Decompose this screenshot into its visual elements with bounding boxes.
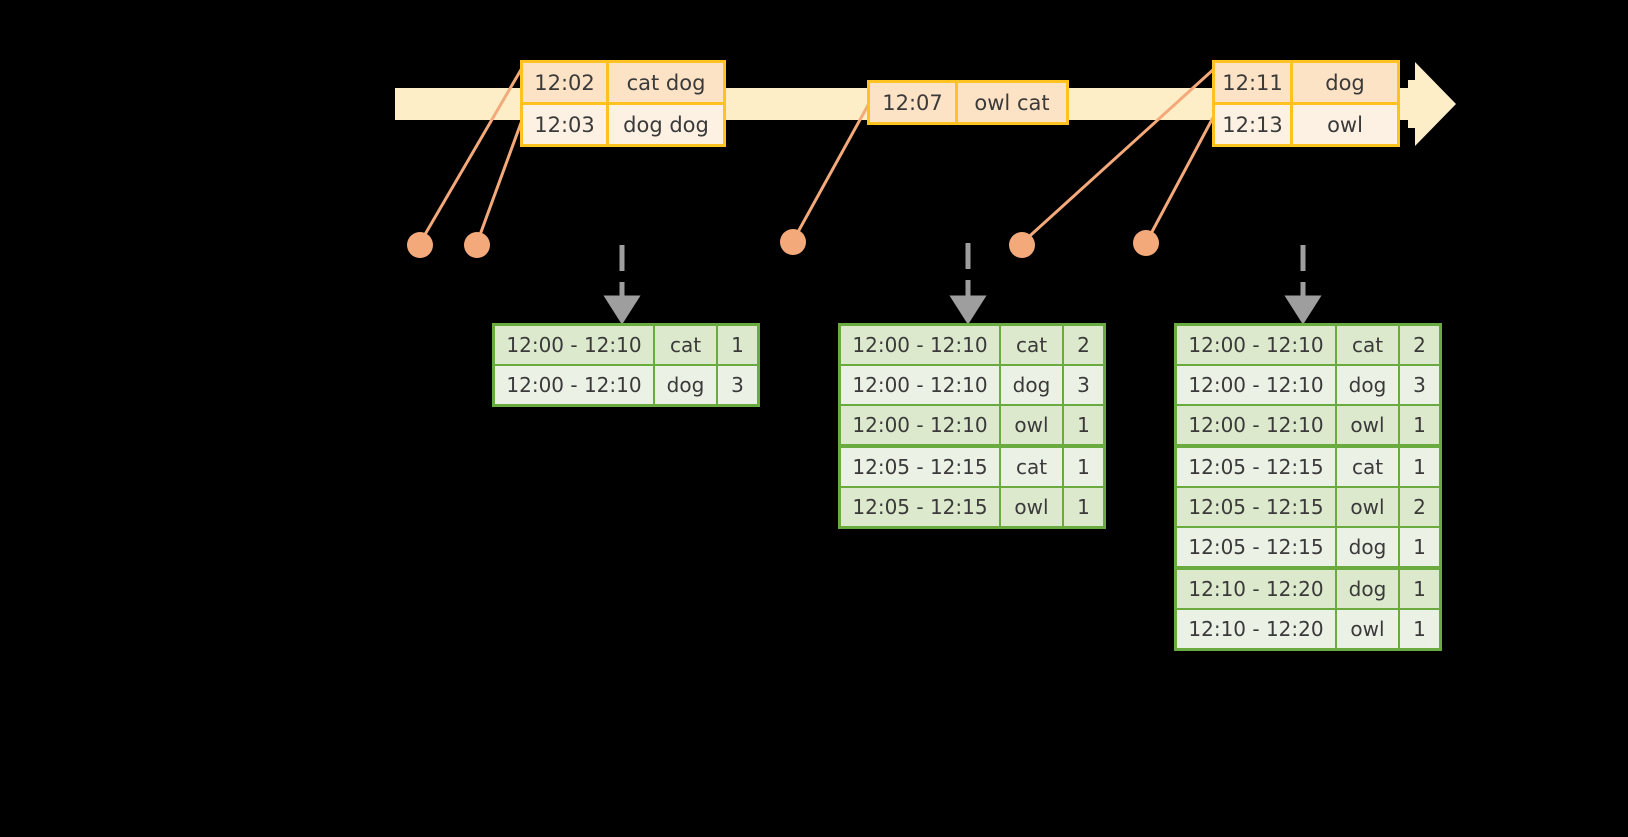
event-time: 12:07 (870, 83, 958, 122)
window-cell: 12:00 - 12:10 (495, 366, 655, 404)
event-time: 12:02 (523, 63, 609, 102)
event-value: dog (1293, 63, 1397, 102)
window-cell: 12:05 - 12:15 (841, 488, 1001, 526)
word-cell: cat (1337, 326, 1400, 364)
event-dot-5 (1133, 230, 1159, 256)
word-cell: dog (1001, 366, 1064, 404)
timeline-arrowhead (1408, 62, 1456, 146)
word-cell: cat (1337, 448, 1400, 486)
window-cell: 12:00 - 12:10 (495, 326, 655, 364)
word-cell: cat (1001, 448, 1064, 486)
count-cell: 2 (1064, 326, 1103, 364)
event-dot-3 (780, 229, 806, 255)
word-cell: cat (1001, 326, 1064, 364)
event-time: 12:11 (1215, 63, 1293, 102)
event-value: cat dog (609, 63, 723, 102)
window-cell: 12:00 - 12:10 (1177, 326, 1337, 364)
event-row: 12:03 dog dog (523, 102, 723, 144)
count-cell: 3 (1064, 366, 1103, 404)
event-row: 12:02 cat dog (523, 63, 723, 102)
word-cell: dog (1337, 366, 1400, 404)
window-cell: 12:10 - 12:20 (1177, 610, 1337, 648)
event-time: 12:13 (1215, 105, 1293, 144)
window-cell: 12:10 - 12:20 (1177, 570, 1337, 608)
event-group-1[interactable]: 12:02 cat dog 12:03 dog dog (520, 60, 726, 147)
event-value: dog dog (609, 105, 723, 144)
word-cell: owl (1337, 488, 1400, 526)
event-dot-1 (407, 232, 433, 258)
event-group-2[interactable]: 12:07 owl cat (867, 80, 1069, 125)
event-value: owl cat (958, 83, 1066, 122)
event-dot-4 (1009, 232, 1035, 258)
event-dot-2 (464, 232, 490, 258)
dashed-arrow-head-2 (949, 295, 987, 325)
count-cell: 1 (718, 326, 757, 364)
count-cell: 2 (1400, 488, 1439, 526)
word-cell: dog (1337, 528, 1400, 566)
dashed-arrow-head-1 (603, 295, 641, 325)
count-cell: 1 (1064, 406, 1103, 444)
word-cell: owl (1337, 610, 1400, 648)
count-cell: 1 (1400, 610, 1439, 648)
connector-line-5 (1144, 111, 1218, 244)
count-cell: 1 (1064, 488, 1103, 526)
window-cell: 12:00 - 12:10 (841, 326, 1001, 364)
count-cell: 1 (1400, 528, 1439, 566)
word-cell: owl (1001, 406, 1064, 444)
event-row: 12:11 dog (1215, 63, 1397, 102)
event-row: 12:07 owl cat (870, 83, 1066, 122)
connector-line-2 (475, 111, 527, 244)
window-cell: 12:05 - 12:15 (1177, 448, 1337, 486)
count-cell: 3 (718, 366, 757, 404)
word-cell: dog (1337, 570, 1400, 608)
event-row: 12:13 owl (1215, 102, 1397, 144)
window-cell: 12:00 - 12:10 (1177, 366, 1337, 404)
window-cell: 12:05 - 12:15 (841, 448, 1001, 486)
window-cell: 12:00 - 12:10 (841, 366, 1001, 404)
count-cell: 3 (1400, 366, 1439, 404)
dashed-arrow-head-3 (1284, 295, 1322, 325)
window-cell: 12:00 - 12:10 (841, 406, 1001, 444)
event-time: 12:03 (523, 105, 609, 144)
count-cell: 1 (1064, 448, 1103, 486)
window-cell: 12:05 - 12:15 (1177, 528, 1337, 566)
event-value: owl (1293, 105, 1397, 144)
count-cell: 1 (1400, 406, 1439, 444)
count-cell: 1 (1400, 448, 1439, 486)
word-cell: owl (1001, 488, 1064, 526)
word-cell: dog (655, 366, 718, 404)
window-cell: 12:05 - 12:15 (1177, 488, 1337, 526)
window-cell: 12:00 - 12:10 (1177, 406, 1337, 444)
count-cell: 1 (1400, 570, 1439, 608)
word-cell: owl (1337, 406, 1400, 444)
word-cell: cat (655, 326, 718, 364)
count-cell: 2 (1400, 326, 1439, 364)
event-group-3[interactable]: 12:11 dog 12:13 owl (1212, 60, 1400, 147)
